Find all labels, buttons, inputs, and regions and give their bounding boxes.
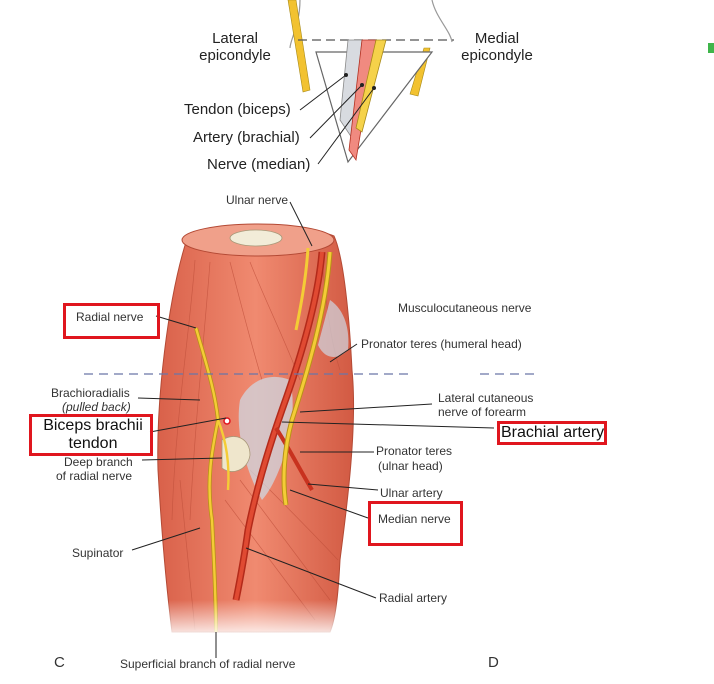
label-nerve-median: Nerve (median) [207, 156, 311, 173]
panel-letter-d: D [488, 654, 499, 671]
label-radial-artery: Radial artery [379, 591, 448, 605]
highlight-box-radial-nerve [63, 303, 160, 339]
label-pulled-back: (pulled back) [62, 400, 131, 414]
label-lateral-epicondyle: Lateral epicondyle [199, 30, 271, 64]
label-brachial-artery: Brachial artery [501, 424, 605, 441]
deep-branch-radial [216, 419, 230, 491]
top-schematic [287, 0, 454, 165]
label-artery-brachial: Artery (brachial) [193, 129, 300, 146]
label-radial-nerve: Radial nerve [76, 310, 144, 324]
median-nerve-strip [355, 39, 387, 133]
label-deep-branch-2: of radial nerve [56, 469, 133, 483]
label-pronator-teres-humeral: Pronator teres (humeral head) [361, 337, 522, 351]
forearm-illustration [150, 223, 360, 640]
label-musculocutaneous-nerve: Musculocutaneous nerve [398, 301, 532, 315]
label-lateral-cutaneous-1: Lateral cutaneous [438, 391, 534, 405]
label-ulnar-artery: Ulnar artery [380, 486, 443, 500]
label-pronator-teres-ulnar-2: (ulnar head) [378, 459, 443, 473]
panel-letter-c: C [54, 654, 65, 671]
lateral-nerve-strip [287, 0, 311, 93]
ulnar-nerve [294, 247, 310, 331]
label-median-nerve: Median nerve [378, 512, 451, 526]
label-lateral-cutaneous-2: nerve of forearm [438, 405, 527, 419]
label-supinator: Supinator [72, 546, 124, 560]
label-superficial-branch: Superficial branch of radial nerve [120, 657, 296, 671]
highlight-box-brachial-artery [497, 421, 607, 445]
label-tendon-biceps: Tendon (biceps) [184, 101, 291, 118]
highlight-box-biceps-tendon [29, 414, 153, 456]
label-pronator-teres-ulnar-1: Pronator teres [376, 444, 453, 458]
label-deep-branch-1: Deep branch [64, 455, 133, 469]
humerus-outline-right [431, 0, 453, 43]
highlight-box-median-nerve [368, 501, 463, 546]
label-ulnar-nerve: Ulnar nerve [226, 193, 289, 207]
label-brachioradialis: Brachioradialis [51, 386, 130, 400]
label-biceps-tendon: Biceps brachii tendon [43, 417, 143, 452]
edge-marker-green [708, 43, 714, 53]
label-medial-epicondyle: Medial epicondyle [461, 30, 533, 64]
leader-lines [131, 201, 495, 658]
